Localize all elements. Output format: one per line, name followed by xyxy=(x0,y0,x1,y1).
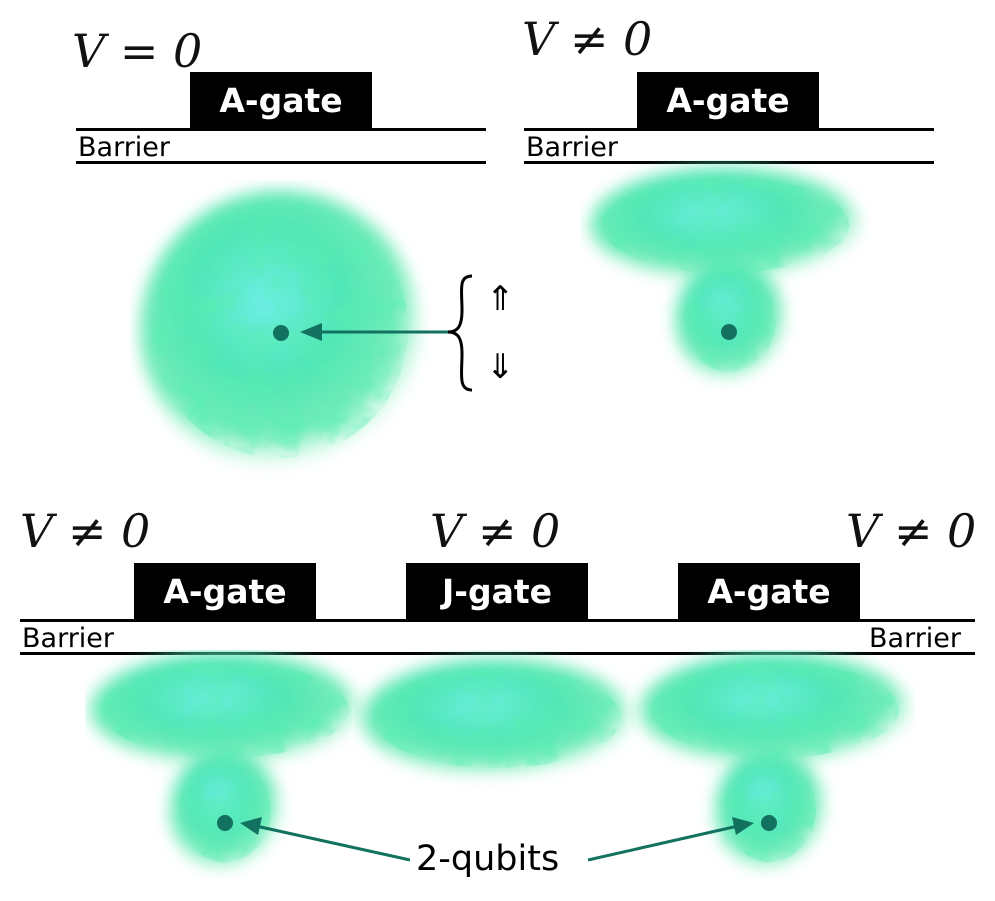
electron-cloud xyxy=(640,652,910,872)
voltage-label: V ≠ 0 xyxy=(846,504,977,558)
a-gate: A-gate xyxy=(134,563,316,619)
electron-cloud xyxy=(90,652,360,872)
barrier-label: Barrier xyxy=(78,132,171,163)
qubit-dot xyxy=(273,325,289,341)
voltage-label: V ≠ 0 xyxy=(430,504,561,558)
a-gate: A-gate xyxy=(637,72,819,128)
barrier-label: Barrier xyxy=(22,623,115,654)
electron-cloud xyxy=(590,167,860,382)
a-gate: A-gate xyxy=(678,563,860,619)
barrier-line-bottom xyxy=(20,652,975,655)
barrier-line-top xyxy=(524,128,934,131)
barrier-line-top xyxy=(76,128,486,131)
qubit-dot xyxy=(761,815,777,831)
spin-down-symbol: ⇓ xyxy=(486,347,515,387)
barrier-line-top xyxy=(20,619,975,622)
barrier-line-bottom xyxy=(524,161,934,164)
j-gate: J-gate xyxy=(406,563,588,619)
qubit-dot xyxy=(217,815,233,831)
spin-up-symbol: ⇑ xyxy=(486,279,515,319)
voltage-label: V ≠ 0 xyxy=(522,12,653,66)
qubit-dot xyxy=(721,324,737,340)
voltage-label: V = 0 xyxy=(72,24,203,78)
a-gate: A-gate xyxy=(190,72,372,128)
voltage-label: V ≠ 0 xyxy=(20,504,151,558)
electron-cloud xyxy=(362,658,632,778)
barrier-label: Barrier xyxy=(869,623,962,654)
spin-arrow xyxy=(300,274,473,392)
barrier-label: Barrier xyxy=(526,132,619,163)
two-qubits-label: 2-qubits xyxy=(410,842,566,877)
barrier-line-bottom xyxy=(76,161,486,164)
qubit-arrows xyxy=(240,817,754,862)
